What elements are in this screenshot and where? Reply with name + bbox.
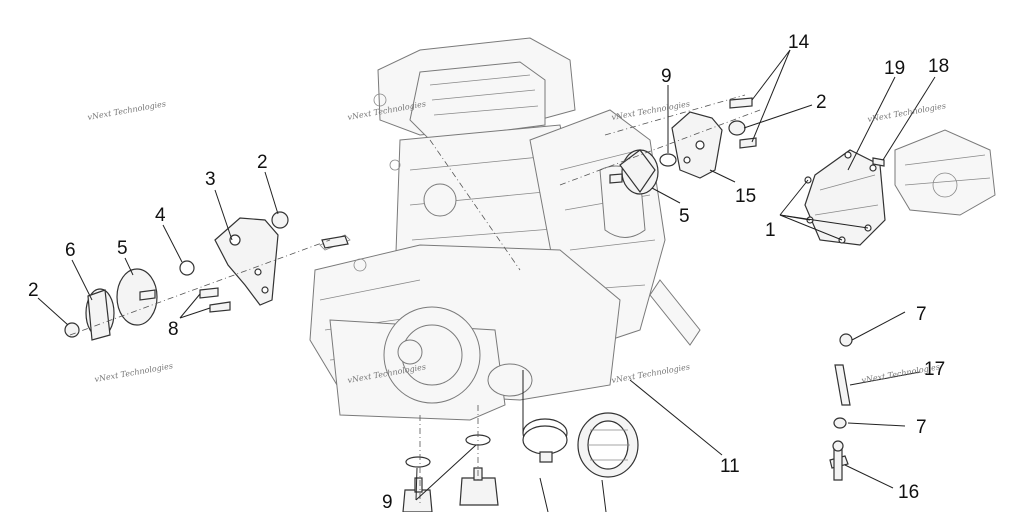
callout-18: 18 — [928, 56, 949, 77]
callout-14: 14 — [788, 32, 810, 53]
callout-2: 2 — [816, 92, 827, 113]
leader-lines — [37, 49, 936, 512]
callout-9: 9 — [661, 66, 672, 87]
watermark: vNext Technologies — [94, 361, 174, 384]
bottom-mount-assembly — [402, 434, 499, 512]
callout-16: 16 — [898, 482, 919, 503]
side-cover-assembly — [804, 129, 996, 246]
callout-3: 3 — [205, 169, 216, 190]
callout-5: 5 — [117, 238, 128, 259]
callout-8: 8 — [168, 319, 179, 340]
left-mount-assembly — [64, 211, 349, 341]
callout-7: 7 — [916, 304, 927, 325]
callout-5: 5 — [679, 206, 690, 227]
watermark: vNext Technologies — [867, 101, 947, 124]
callout-4: 4 — [155, 205, 166, 226]
callout-15: 15 — [735, 186, 756, 207]
engine-assembly — [309, 37, 701, 421]
watermark: vNext Technologies — [611, 99, 691, 122]
right-mount-assembly — [609, 97, 757, 195]
pin-assembly — [829, 333, 853, 481]
callout-17: 17 — [924, 359, 945, 380]
callout-7: 7 — [916, 417, 927, 438]
callout-9: 9 — [382, 492, 393, 512]
callout-2: 2 — [257, 152, 268, 173]
callout-6: 6 — [65, 240, 76, 261]
watermark: vNext Technologies — [87, 99, 167, 122]
callout-11: 11 — [720, 456, 740, 477]
watermark: vNext Technologies — [611, 362, 691, 385]
callout-1: 1 — [765, 220, 776, 241]
clamp-and-boot — [522, 412, 639, 478]
callout-19: 19 — [884, 58, 905, 79]
callout-labels: 14 9 2 19 18 2 3 5 4 6 2 8 15 5 1 7 17 7… — [28, 32, 949, 512]
assembly-centerlines — [69, 94, 761, 505]
callout-2: 2 — [28, 280, 39, 301]
